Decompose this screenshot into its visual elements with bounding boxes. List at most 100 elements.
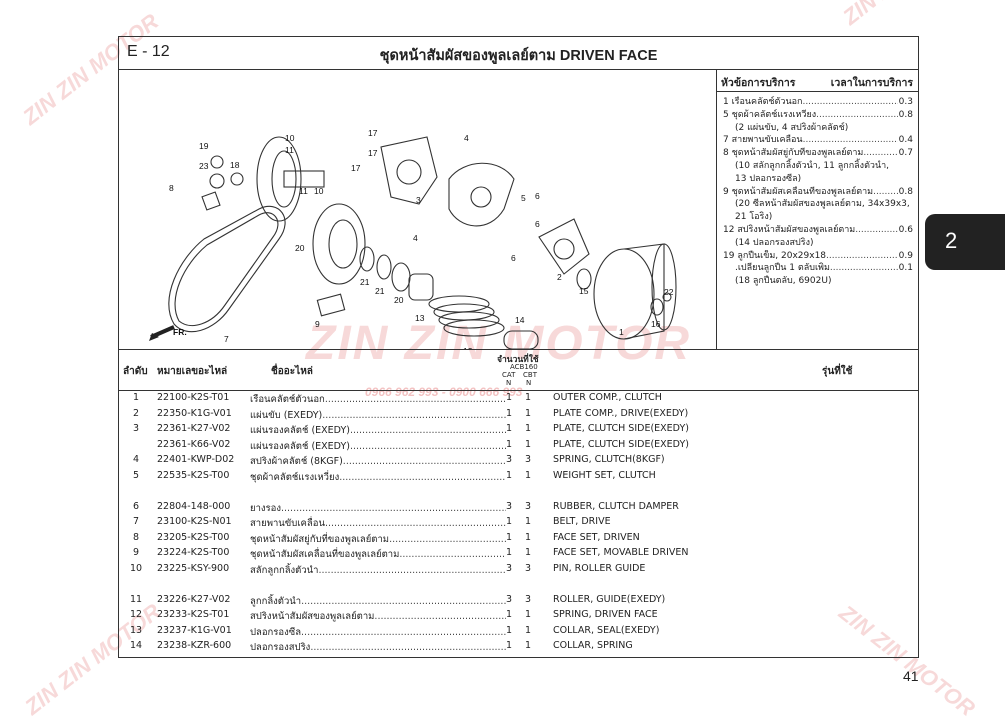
callout-18: 18 bbox=[230, 160, 240, 170]
callout-5: 5 bbox=[521, 193, 526, 203]
row-qty-cbt: 1 bbox=[524, 392, 532, 403]
callout-4: 4 bbox=[464, 133, 469, 143]
callout-21b: 21 bbox=[375, 286, 385, 296]
row-part-name-en: COLLAR, SPRING bbox=[553, 640, 633, 651]
row-qty-cbt: 1 bbox=[524, 531, 532, 543]
row-part-name-en: ROLLER, GUIDE(EXEDY) bbox=[553, 593, 666, 605]
row-part-name-en: COLLAR, SEAL(EXEDY) bbox=[553, 624, 660, 636]
qty-model-label: ACB160 bbox=[510, 363, 538, 371]
row-part-name-en: OUTER COMP., CLUTCH bbox=[553, 392, 662, 403]
service-item: 21 โอริง) bbox=[723, 211, 913, 224]
row-part-name-th: แผ่นรองคลัตช์ (EXEDY) bbox=[250, 423, 506, 438]
callout-11b: 11 bbox=[299, 186, 308, 196]
service-item-label: .เปลี่ยนลูกปืน 1 ตลับเพิ่ม bbox=[735, 262, 898, 275]
row-part-name-th: ชุดหน้าสัมผัสเคลื่อนที่ของพูลเลย์ตาม bbox=[250, 547, 506, 562]
row-part-name-th: ปลอกรองสปริง bbox=[250, 640, 506, 655]
callout-16: 16 bbox=[651, 319, 661, 329]
service-item-label: 19 ลูกปืนเข็ม, 20x29x18 bbox=[723, 250, 898, 263]
row-part-name-en: PLATE, CLUTCH SIDE(EXEDY) bbox=[553, 423, 689, 434]
col-qty-header: จำนวนที่ใช้ bbox=[497, 355, 539, 365]
callout-20: 20 bbox=[295, 243, 305, 253]
row-part-name-th: สปริงหน้าสัมผัสของพูลเลย์ตาม bbox=[250, 609, 506, 624]
service-item: 8 ชุดหน้าสัมผัสยู่กับที่ของพูลเลย์ตาม0.7 bbox=[723, 147, 913, 160]
callout-6: 6 bbox=[535, 191, 540, 201]
row-part-number: 23226-K27-V02 bbox=[157, 593, 231, 605]
row-part-name-en: BELT, DRIVE bbox=[553, 516, 611, 527]
service-item: 13 ปลอกรองซีล) bbox=[723, 173, 913, 186]
callout-17: 17 bbox=[368, 128, 378, 138]
table-row[interactable]: 522535-K2S-T00ชุดผ้าคลัตช์แรงเหวี่ยง11WE… bbox=[119, 469, 918, 483]
catalog-page-frame: E - 12 ชุดหน้าสัมผัสของพูลเลย์ตาม DRIVEN… bbox=[118, 36, 919, 658]
service-item-time: 0.4 bbox=[898, 135, 913, 146]
col-part-name-header: ชื่ออะไหล่ bbox=[271, 366, 313, 377]
service-item-label: (20 ซีลหน้าสัมผัสของพูลเลย์ตาม, 34x39x3, bbox=[735, 199, 910, 210]
service-item: (2 แผ่นขับ, 4 สปริงผ้าคลัตช์) bbox=[723, 122, 913, 135]
section-code: E - 12 bbox=[127, 43, 170, 60]
page-title: ชุดหน้าสัมผัสของพูลเลย์ตาม DRIVEN FACE bbox=[379, 48, 658, 64]
service-item-header: หัวข้อการบริการ bbox=[721, 77, 796, 89]
service-item: 5 ชุดผ้าคลัตช์แรงเหวี่ยง0.8 bbox=[723, 109, 913, 122]
callout-19: 19 bbox=[199, 141, 209, 151]
row-qty-cat: 1 bbox=[505, 624, 513, 636]
row-part-name-en: PLATE COMP., DRIVE(EXEDY) bbox=[553, 407, 689, 419]
service-item-label: (14 ปลอกรองสปริง) bbox=[735, 237, 814, 248]
watermark-corner-tr: ZIN ZIN MOTOR bbox=[838, 0, 984, 30]
row-index: 3 bbox=[132, 423, 140, 434]
row-part-name-en: SPRING, CLUTCH(8KGF) bbox=[553, 454, 665, 465]
service-item-time: 0.7 bbox=[898, 148, 913, 159]
service-item: 12 สปริงหน้าสัมผัสของพูลเลย์ตาม0.6 bbox=[723, 224, 913, 237]
service-item: (10 สลักลูกกลิ้งตัวนำ, 11 ลูกกลิ้งตัวนำ, bbox=[723, 160, 913, 173]
callout-2: 2 bbox=[557, 272, 562, 282]
row-qty-cat: 1 bbox=[505, 469, 513, 481]
service-item: .เปลี่ยนลูกปืน 1 ตลับเพิ่ม0.1 bbox=[723, 262, 913, 275]
row-index: 2 bbox=[132, 407, 140, 419]
row-part-number: 22350-K1G-V01 bbox=[157, 407, 232, 419]
belt-drawing bbox=[168, 205, 286, 333]
callout-15: 15 bbox=[579, 286, 589, 296]
row-qty-cat: 1 bbox=[505, 392, 513, 403]
service-item-time: 0.8 bbox=[898, 109, 913, 120]
service-item: (20 ซีลหน้าสัมผัสของพูลเลย์ตาม, 34x39x3, bbox=[723, 198, 913, 211]
service-item-label: (18 ลูกปืนตลับ, 6902U) bbox=[735, 276, 832, 287]
row-qty-cat: 1 bbox=[505, 640, 513, 651]
callout-17c: 17 bbox=[351, 163, 361, 173]
row-part-name-th: สลักลูกกลิ้งตัวนำ bbox=[250, 563, 506, 578]
row-part-number: 22401-KWP-D02 bbox=[157, 454, 235, 465]
row-qty-cbt: 1 bbox=[524, 609, 532, 620]
row-part-number: 22361-K66-V02 bbox=[157, 438, 231, 450]
row-qty-cat: 3 bbox=[505, 454, 513, 465]
row-part-name-th: แผ่นรองคลัตช์ (EXEDY) bbox=[250, 439, 506, 454]
row-part-name-en: SPRING, DRIVEN FACE bbox=[553, 609, 658, 620]
row-index: 14 bbox=[129, 640, 143, 651]
row-index: 12 bbox=[129, 609, 143, 620]
section-tab[interactable]: 2 bbox=[925, 214, 1005, 270]
exploded-diagram-svg: FR. 19 23 18 8 10 11 11 10 20 21 21 20 1… bbox=[149, 128, 677, 356]
row-part-number: 23237-K1G-V01 bbox=[157, 624, 232, 636]
service-item-label: 7 สายพานขับเคลื่อน bbox=[723, 134, 898, 147]
col-model-header: รุ่นที่ใช้ bbox=[822, 366, 853, 377]
row-qty-cbt: 3 bbox=[524, 562, 532, 574]
service-item-label: 21 โอริง) bbox=[735, 212, 773, 223]
service-item-label: 9 ชุดหน้าสัมผัสเคลื่อนที่ของพูลเลย์ตาม bbox=[723, 186, 898, 199]
service-item-label: (2 แผ่นขับ, 4 สปริงผ้าคลัตช์) bbox=[735, 122, 849, 133]
row-part-number: 22100-K2S-T01 bbox=[157, 392, 230, 403]
row-part-name-en: PLATE, CLUTCH SIDE(EXEDY) bbox=[553, 438, 689, 450]
row-qty-cat: 1 bbox=[505, 423, 513, 434]
row-index: 7 bbox=[132, 516, 140, 527]
row-part-number: 23100-K2S-N01 bbox=[157, 516, 232, 527]
row-part-number: 22804-148-000 bbox=[157, 500, 231, 512]
